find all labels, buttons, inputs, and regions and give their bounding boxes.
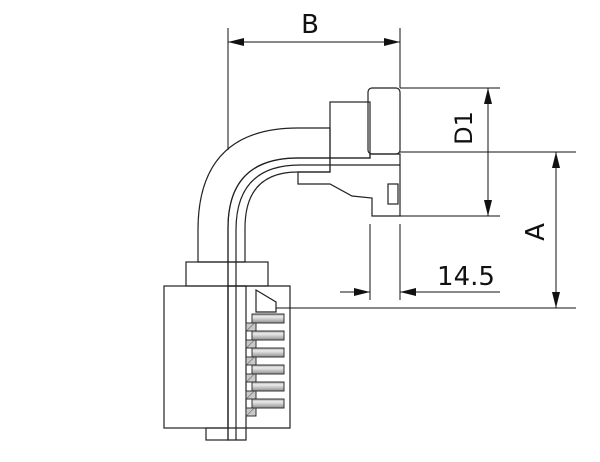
serration-rib bbox=[251, 381, 285, 392]
serrations bbox=[245, 313, 285, 417]
serration-rib bbox=[251, 347, 285, 358]
ferrule-socket bbox=[163, 285, 291, 441]
serration-rib bbox=[251, 364, 285, 375]
serration-gap bbox=[245, 407, 257, 417]
serration-gap bbox=[245, 356, 257, 366]
serration-gap bbox=[245, 373, 257, 383]
serration-rib bbox=[251, 330, 285, 341]
inner-bore bbox=[235, 164, 400, 440]
dimension-offset: 14.5 bbox=[340, 224, 500, 300]
serration-rib bbox=[251, 398, 285, 409]
dimension-b: B bbox=[227, 10, 401, 150]
elbow-body bbox=[197, 127, 331, 263]
dimension-d1: D1 bbox=[400, 87, 500, 217]
serration-gap bbox=[245, 322, 257, 332]
flange-nut bbox=[297, 87, 401, 217]
collar-ring bbox=[185, 261, 269, 287]
dimension-a-label: A bbox=[521, 223, 551, 241]
serration-rib bbox=[251, 313, 285, 324]
serration-gap bbox=[245, 390, 257, 400]
serration-gap bbox=[245, 339, 257, 349]
dimension-a: A bbox=[276, 151, 576, 309]
dimension-offset-label: 14.5 bbox=[437, 262, 495, 292]
dimension-d1-label: D1 bbox=[450, 111, 478, 145]
dimension-b-label: B bbox=[301, 10, 319, 40]
